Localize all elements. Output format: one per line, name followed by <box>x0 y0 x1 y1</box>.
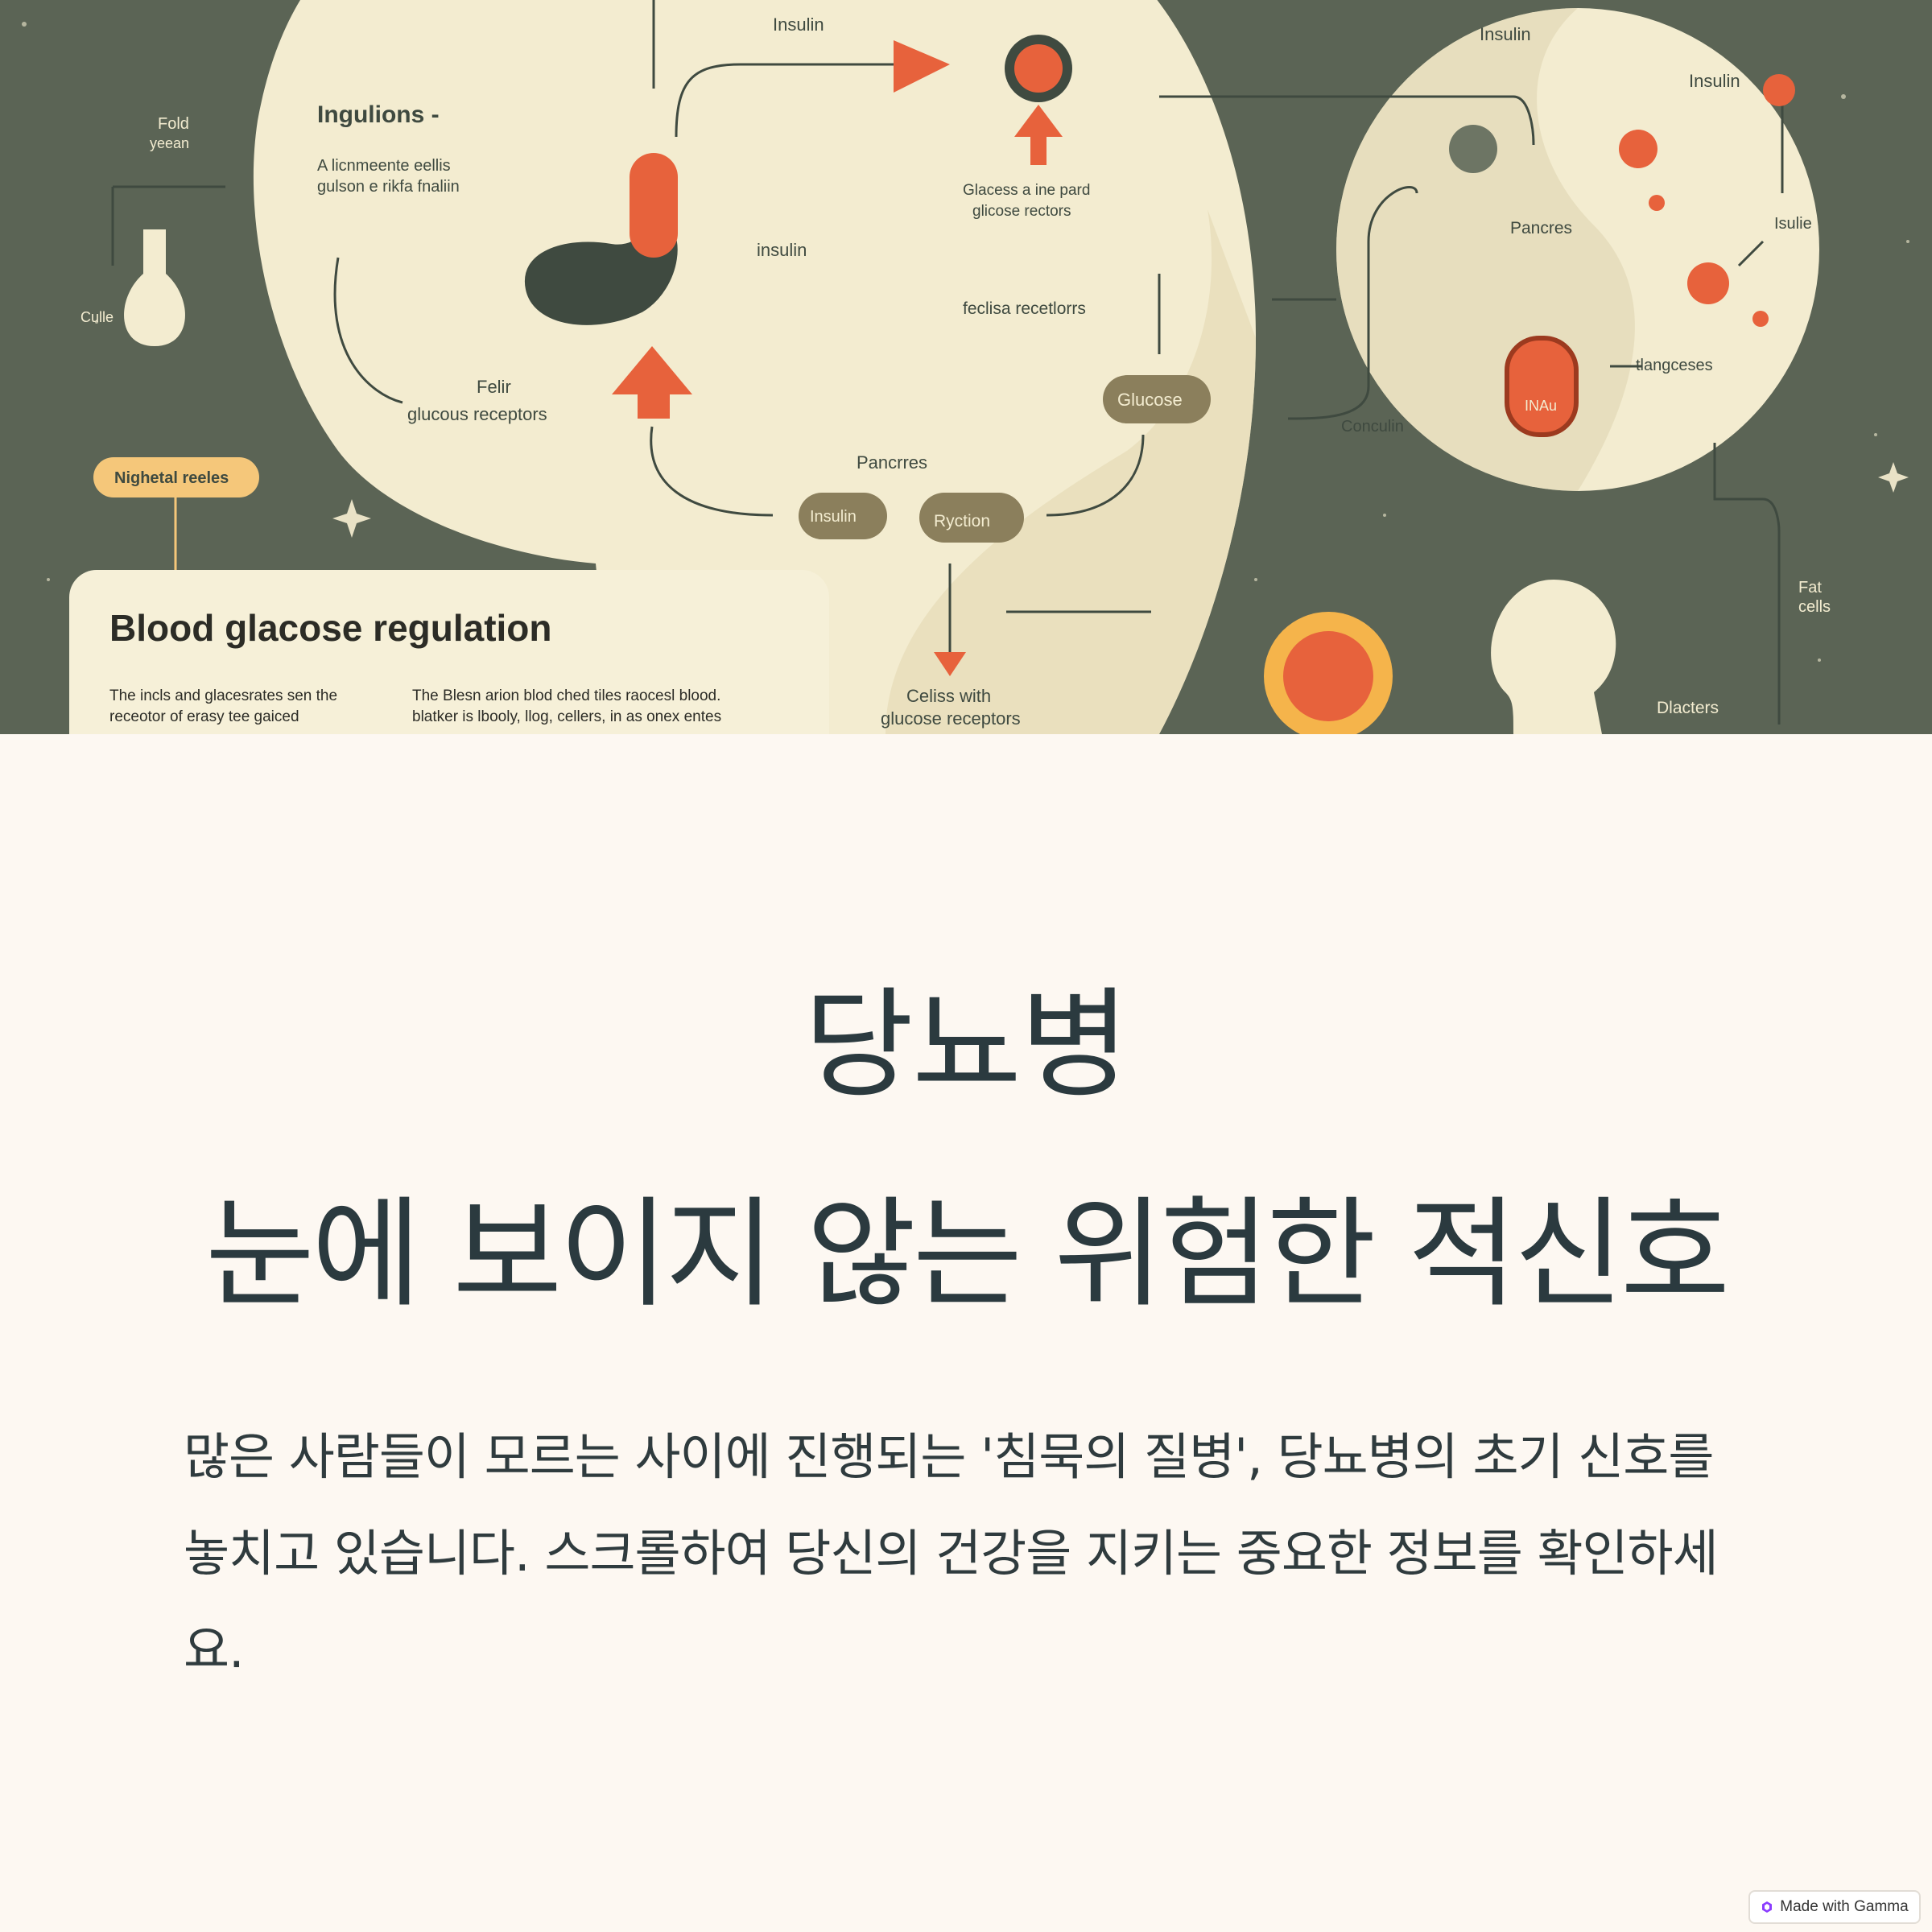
label-ingulions: Ingulions - <box>317 101 440 128</box>
nighetal-tag <box>93 457 259 497</box>
large-circle-shade <box>886 209 1256 734</box>
label-alicn-2: gulson e rikfa fnaliin <box>317 178 460 196</box>
insulin-pill <box>799 493 887 539</box>
insulin-molecule-icon <box>1752 311 1769 327</box>
diagram-labels: Insulin Ingulions - A licnmeente eellis … <box>80 14 1831 729</box>
content-section: 당뇨병 눈에 보이지 않는 위험한 적신호 많은 사람들이 모르는 사이에 진행… <box>0 734 1932 1932</box>
label-nau: INAu <box>1525 398 1557 414</box>
insulin-molecule-icon <box>1763 74 1795 106</box>
page-title: 당뇨병 눈에 보이지 않는 위험한 적신호 <box>0 972 1932 1327</box>
star-field <box>22 22 1909 662</box>
label-pancrres: Pancrres <box>857 452 927 473</box>
card-title: Blood glacose regulation <box>109 607 552 649</box>
label-ryction-pill: Ryction <box>934 512 990 530</box>
label-fold-2: yeean <box>150 135 189 151</box>
label-cells-1: Celiss with <box>906 686 991 706</box>
sparkle-icon <box>332 499 371 538</box>
glucose-pill <box>1103 375 1211 423</box>
receptor-cell-icon <box>1449 125 1497 173</box>
label-fat-2: cells <box>1798 598 1831 616</box>
label-feclisa: feclisa recetlorrs <box>963 299 1086 318</box>
label-conculin: Conculin <box>1341 418 1404 436</box>
flow-arrows <box>111 0 1784 724</box>
sun-core-icon <box>1283 631 1373 721</box>
cell-core-icon <box>1014 44 1063 93</box>
insulin-molecule-icon <box>1649 195 1665 211</box>
arrow-up-icon <box>612 346 692 419</box>
card-col2-line1: The Blesn arion blod ched tiles raocesl … <box>412 687 720 704</box>
label-glacess-2: glicose rectors <box>972 203 1071 220</box>
label-right-insulin-2: Insulin <box>1689 71 1740 91</box>
arrow-up-icon <box>1014 105 1063 165</box>
label-right-insulin: Insulin <box>1480 24 1531 44</box>
organ-highlight <box>630 153 678 258</box>
label-dlacters: Dlacters <box>1657 699 1719 717</box>
hero-illustration-svg: Insulin Ingulions - A licnmeente eellis … <box>22 0 1909 734</box>
insulin-molecule-icon <box>1619 130 1657 168</box>
badge-label: Made with Gamma <box>1780 1898 1909 1915</box>
label-insulin-mid: insulin <box>757 240 807 260</box>
description-text: 많은 사람들이 모르는 사이에 진행되는 '침묵의 질병', 당뇨병의 초기 신… <box>184 1427 1719 1679</box>
arrow-down-icon <box>934 652 966 676</box>
flask-icon <box>124 229 185 346</box>
sparkle-icon <box>1878 462 1909 493</box>
label-insulin-pill: Insulin <box>810 508 857 526</box>
child-silhouette-icon <box>1491 580 1616 734</box>
card-col1-line1: The incls and glacesrates sen the <box>109 687 337 704</box>
made-with-gamma-badge[interactable]: Made with Gamma <box>1748 1890 1921 1924</box>
glucose-container-icon <box>1505 336 1579 437</box>
card-col1-line2: receotor of erasy tee gaiced <box>109 708 299 725</box>
label-nighetal: Nighetal reeles <box>114 469 229 487</box>
label-glacess-1: Glacess a ine pard <box>963 182 1090 199</box>
ryction-pill <box>919 493 1024 543</box>
title-line-1: 당뇨병 <box>803 976 1129 1114</box>
label-tlangceses: tlangceses <box>1636 357 1713 374</box>
info-card-background <box>69 570 829 734</box>
label-fat-1: Fat <box>1798 579 1822 597</box>
label-cull: Culle <box>80 309 114 325</box>
label-insulin-top: Insulin <box>773 14 824 35</box>
label-fold-1: Fold <box>158 115 189 133</box>
card-col2-line2: blatker is lbooly, llog, cellers, in as … <box>412 708 721 725</box>
label-felir-1: Felir <box>477 377 511 397</box>
info-card: Blood glacose regulation The incls and g… <box>109 607 721 725</box>
insulin-molecule-icon <box>1687 262 1729 304</box>
label-pancres: Pancres <box>1510 219 1572 237</box>
label-glucose-pill: Glucose <box>1117 390 1183 410</box>
gamma-logo-icon <box>1762 1901 1773 1913</box>
label-alicn-1: A licnmeente eellis <box>317 157 451 175</box>
label-felir-2: glucous receptors <box>407 404 547 424</box>
arrow-right-icon <box>894 40 950 93</box>
title-line-2: 눈에 보이지 않는 위험한 적신호 <box>204 1185 1730 1323</box>
label-isulie: Isulie <box>1774 215 1812 233</box>
label-cells-2: glucose receptors <box>881 708 1021 729</box>
hero-illustration: Insulin Ingulions - A licnmeente eellis … <box>0 0 1932 734</box>
